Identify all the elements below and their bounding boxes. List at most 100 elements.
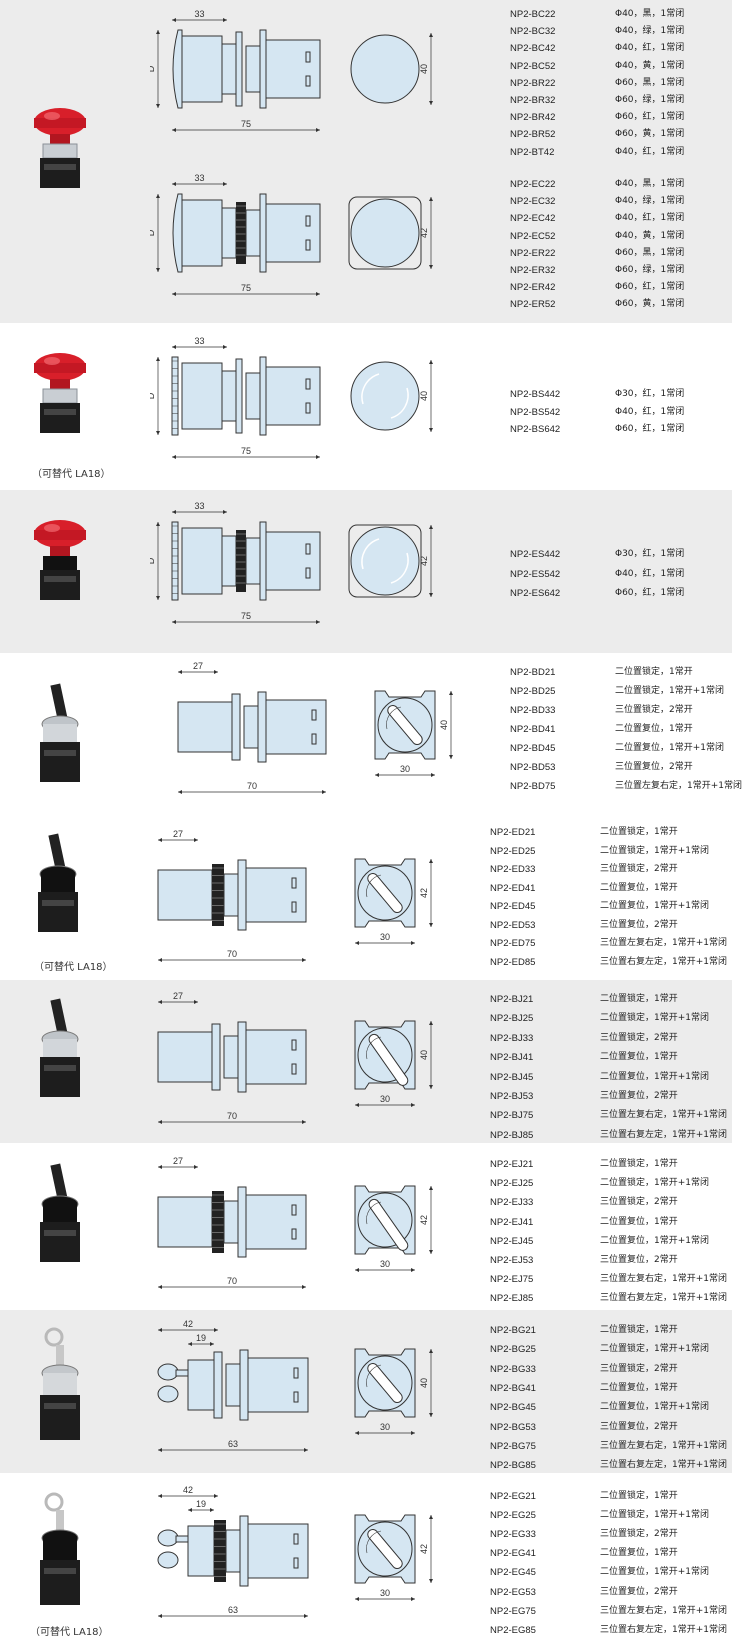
dim-top-label: 33 (194, 9, 204, 19)
model-code: NP2-BR42 (510, 112, 556, 124)
model-code: NP2-ED41 (490, 882, 536, 894)
model-description: 三位置锁定，2常开 (600, 1197, 678, 1208)
model-code: NP2-BJ53 (490, 1091, 534, 1102)
model-code: NP2-BR22 (510, 77, 556, 89)
dim-bottom-label: 63 (228, 1605, 238, 1615)
dim-bottom-label: 63 (228, 1439, 238, 1449)
model-description: Φ60，黄，1常闭 (615, 299, 685, 310)
model-description: 二位置复位，1常开+1常闭 (600, 1235, 709, 1246)
replacement-note: （可替代 LA18） (34, 962, 113, 973)
model-code: NP2-BR32 (510, 95, 556, 106)
dim-bottom-label: 70 (227, 1111, 237, 1121)
model-code: NP2-ER52 (510, 299, 556, 311)
dim-side-label: 40 (419, 1050, 429, 1060)
model-code: NP2-BG75 (490, 1440, 536, 1452)
dim-top2-label: 19 (196, 1499, 206, 1509)
model-description: 三位置左复右定，1常开+1常闭 (600, 1274, 727, 1285)
product-photo (30, 512, 90, 612)
model-code: NP2-EG41 (490, 1548, 536, 1560)
model-code: NP2-EG53 (490, 1586, 536, 1598)
model-description: 三位置复位，2常开 (600, 1091, 678, 1101)
model-code: NP2-EJ45 (490, 1235, 534, 1247)
dim-side-label: 42 (419, 228, 429, 238)
model-code: NP2-ED75 (490, 938, 536, 949)
model-description: 二位置锁定，1常开 (615, 667, 693, 677)
model-description: 二位置复位，1常开 (600, 1052, 678, 1063)
replacement-note: （可替代 LA18） (30, 1627, 109, 1638)
dim-side-label: 40 (419, 391, 429, 401)
model-code: NP2-ED21 (490, 827, 536, 838)
model-description: Φ60，黑，1常闭 (615, 77, 685, 88)
model-description: 三位置锁定，2常开 (600, 1363, 678, 1374)
product-photo (28, 830, 88, 960)
model-code: NP2-BD45 (510, 743, 556, 754)
model-code: NP2-EJ75 (490, 1274, 534, 1286)
model-code: NP2-EG45 (490, 1567, 536, 1579)
model-code: NP2-EG21 (490, 1491, 536, 1502)
product-photo (30, 1490, 90, 1625)
model-code: NP2-BS442 (510, 389, 561, 400)
model-code: NP2-BD25 (510, 686, 556, 697)
dim-side-label: 40 (419, 64, 429, 74)
model-description: 二位置锁定，1常开+1常闭 (600, 1510, 709, 1521)
model-code: NP2-ER22 (510, 247, 556, 259)
product-photo (30, 345, 90, 445)
dim-bottom-label: 75 (241, 446, 251, 456)
model-code: NP2-EG75 (490, 1605, 536, 1617)
model-description: Φ40，红，1常闭 (615, 213, 685, 224)
model-code: NP2-EJ41 (490, 1216, 534, 1228)
model-code: NP2-ED45 (490, 901, 536, 912)
model-code: NP2-BD41 (510, 724, 556, 735)
model-code: NP2-BD33 (510, 705, 556, 716)
model-code: NP2-BG25 (490, 1344, 536, 1356)
model-code: NP2-BJ25 (490, 1013, 534, 1025)
model-code: NP2-BG41 (490, 1382, 536, 1394)
model-description: 三位置锁定，2常开 (600, 1032, 678, 1043)
dimension-drawing-bc: 3375D40 (146, 8, 460, 143)
model-code: NP2-BG85 (490, 1460, 536, 1472)
model-description: Φ40，黑，1常闭 (615, 179, 685, 189)
model-code: NP2-BJ41 (490, 1052, 534, 1064)
model-description: Φ40，红，1常闭 (615, 406, 685, 417)
model-description: Φ40，红，1常闭 (615, 568, 685, 579)
model-description: 三位置左复右定，1常开+1常闭 (600, 938, 727, 948)
model-description: Φ60，绿，1常闭 (615, 265, 685, 275)
model-description: Φ40，黑，1常闭 (615, 9, 685, 19)
dim-bottom-label: 75 (241, 119, 251, 129)
model-code: NP2-BJ21 (490, 994, 534, 1005)
dim-top-label: 33 (194, 501, 204, 511)
model-description: 二位置复位，1常开+1常闭 (600, 1567, 709, 1578)
model-description: 二位置锁定，1常开 (600, 994, 678, 1004)
model-description: 三位置右复左定，1常开+1常闭 (600, 1129, 727, 1140)
model-code: NP2-BT42 (510, 146, 555, 158)
dim-bottom-label: 70 (247, 781, 257, 791)
model-description: 二位置锁定，1常开+1常闭 (600, 1344, 709, 1355)
model-description: Φ40，黄，1常闭 (615, 60, 685, 71)
dimension-drawing-ec: 3375D42 (146, 172, 460, 307)
model-code: NP2-BR52 (510, 129, 556, 141)
model-description: Φ60，绿，1常闭 (615, 95, 685, 105)
model-description: 二位置复位，1常开+1常闭 (615, 743, 724, 753)
model-code: NP2-EJ21 (490, 1159, 534, 1170)
dim-square-label: 30 (400, 764, 410, 774)
model-description: Φ60，黑，1常闭 (615, 247, 685, 258)
replacement-note: （可替代 LA18） (32, 469, 111, 480)
model-description: 三位置锁定，2常开 (615, 705, 693, 715)
model-description: 二位置锁定，1常开 (600, 1491, 678, 1501)
model-code: NP2-BD75 (510, 781, 556, 792)
model-description: 二位置复位，1常开 (600, 1216, 678, 1227)
dim-top-label: 42 (183, 1319, 193, 1329)
model-code: NP2-ES542 (510, 568, 561, 580)
model-code: NP2-EG25 (490, 1510, 536, 1522)
product-photo (30, 680, 90, 795)
dimension-drawing-bs: 3375D40 (146, 335, 460, 470)
model-code: NP2-ED53 (490, 919, 536, 931)
model-description: 二位置锁定，1常开+1常闭 (615, 686, 724, 696)
model-description: 三位置复位，2常开 (600, 919, 678, 930)
model-code: NP2-BC42 (510, 43, 556, 55)
model-code: NP2-BJ85 (490, 1129, 534, 1141)
dim-top-label: 33 (194, 336, 204, 346)
